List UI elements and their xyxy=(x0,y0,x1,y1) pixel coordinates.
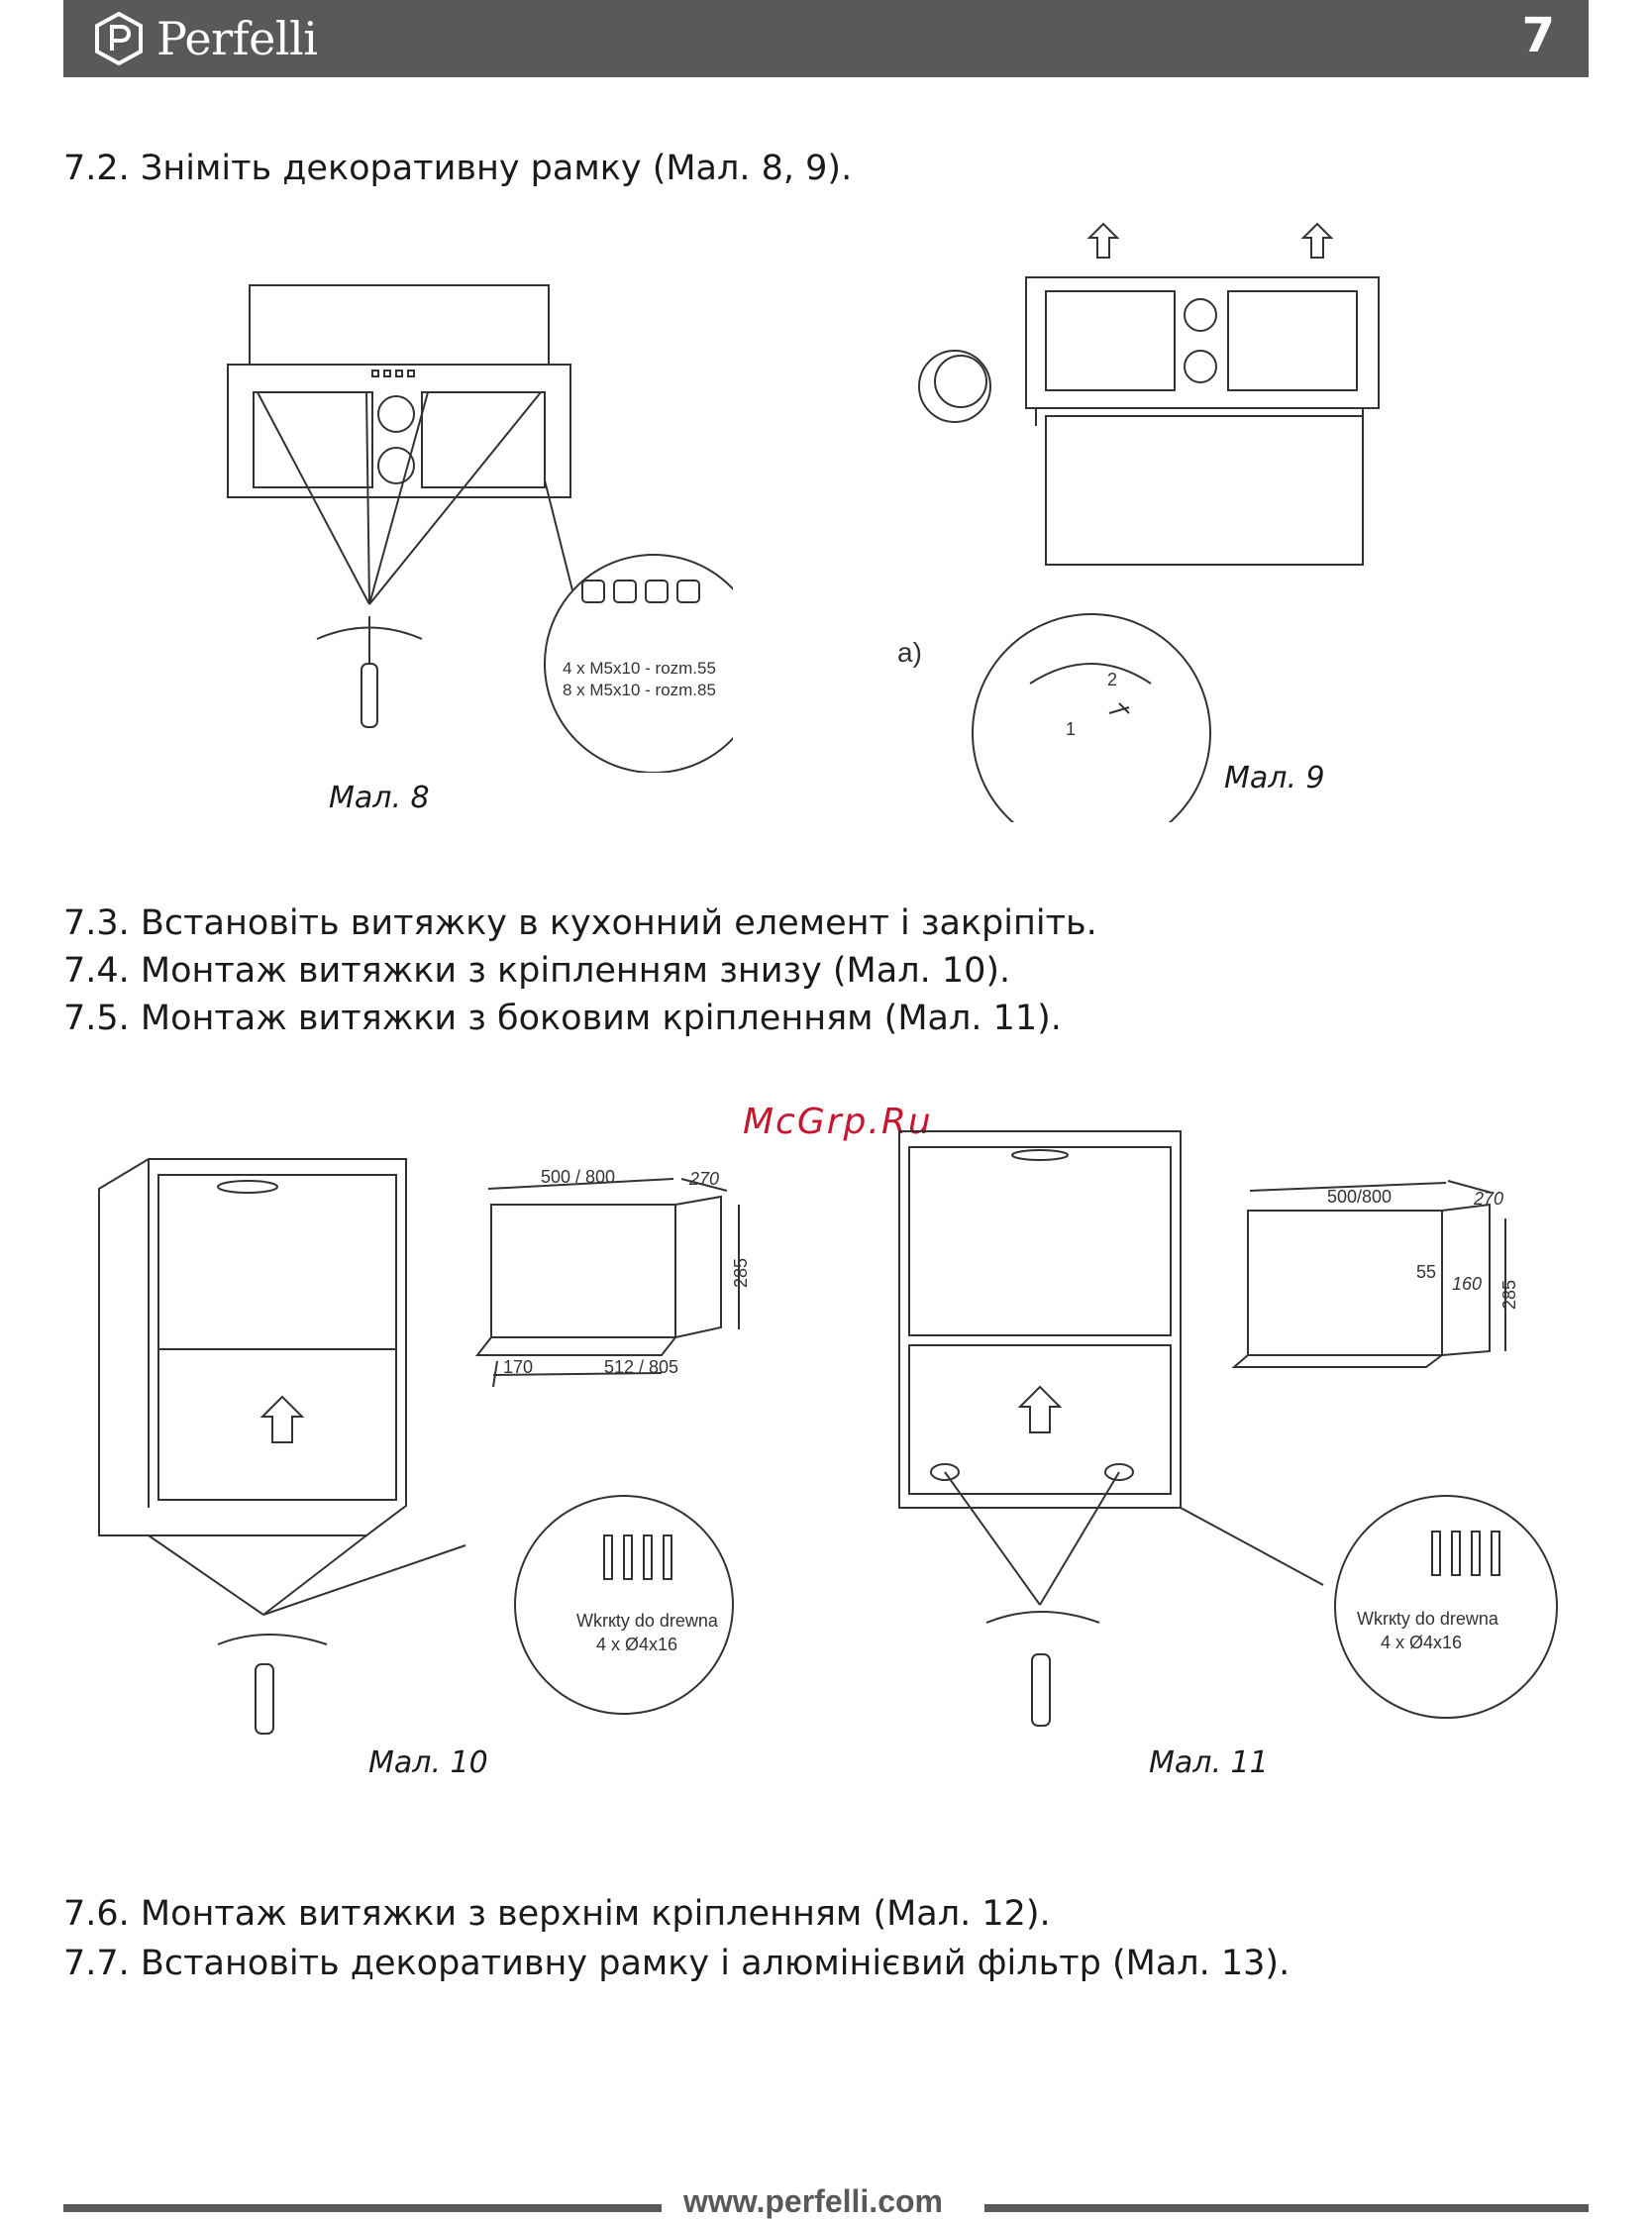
brand-logo: Perfelli xyxy=(93,10,318,67)
footer-url[interactable]: www.perfelli.com xyxy=(683,2183,943,2219)
fig8-screw-line-2: 8 x M5x10 - rozm.85 xyxy=(563,681,716,699)
figure-10-diagram: 500 / 800 270 285 512 / 805 170 Wkrкty d… xyxy=(98,1158,751,1735)
step-7-7: 7.7. Встановіть декоративну рамку і алюм… xyxy=(63,1944,1291,1983)
fig10-dim-cut-depth: 170 xyxy=(503,1357,533,1377)
fig10-dim-width: 500 / 800 xyxy=(541,1167,615,1187)
fig9-label-a: а) xyxy=(897,637,922,668)
fig11-screw-line-2: 4 x Ø4x16 xyxy=(1381,1633,1462,1652)
fig11-dim-depth: 270 xyxy=(1473,1189,1503,1209)
footer-rule-right xyxy=(984,2204,1589,2212)
fig10-dim-height: 285 xyxy=(731,1258,751,1288)
fig10-caption: Мал. 10 xyxy=(368,1745,488,1780)
step-7-5: 7.5. Монтаж витяжки з боковим кріпленням… xyxy=(63,999,1062,1038)
fig10-screw-line-1: Wkrкty do drewna xyxy=(576,1611,719,1631)
page-number: 7 xyxy=(1521,8,1555,63)
footer-rule-left xyxy=(63,2204,662,2212)
fig10-dim-depth: 270 xyxy=(688,1169,719,1189)
page-header: Perfelli 7 xyxy=(63,0,1589,77)
fig8-caption: Мал. 8 xyxy=(329,781,430,815)
step-7-6: 7.6. Монтаж витяжки з верхнім кріпленням… xyxy=(63,1894,1051,1934)
figure-11-diagram: 500/800 270 285 55 160 Wkrкty do drewna … xyxy=(898,1130,1558,1727)
fig11-dim-b: 160 xyxy=(1452,1274,1482,1294)
perfelli-logo-icon xyxy=(95,11,143,66)
fig9-step-2: 2 xyxy=(1107,670,1117,689)
fig11-dim-width: 500/800 xyxy=(1327,1187,1392,1207)
step-7-2: 7.2. Зніміть декоративну рамку (Мал. 8, … xyxy=(63,149,853,188)
fig9-caption: Мал. 9 xyxy=(1224,761,1325,795)
fig11-caption: Мал. 11 xyxy=(1149,1745,1269,1780)
fig11-dim-height: 285 xyxy=(1499,1280,1519,1310)
fig10-screw-line-2: 4 x Ø4x16 xyxy=(596,1635,677,1654)
figure-8-diagram: 4 x M5x10 - rozm.55 8 x M5x10 - rozm.85 xyxy=(227,284,733,773)
brand-name: Perfelli xyxy=(156,12,318,65)
fig11-dim-a: 55 xyxy=(1416,1262,1436,1282)
fig11-screw-line-1: Wkrкty do drewna xyxy=(1357,1609,1499,1629)
step-7-3: 7.3. Встановіть витяжку в кухонний елеме… xyxy=(63,903,1097,943)
fig8-screw-line-1: 4 x M5x10 - rozm.55 xyxy=(563,659,716,678)
fig9-step-1: 1 xyxy=(1066,719,1076,739)
figure-9-diagram: а) 2 1 xyxy=(897,222,1380,822)
step-7-4: 7.4. Монтаж витяжки з кріпленням знизу (… xyxy=(63,951,1011,991)
fig10-dim-cut-width: 512 / 805 xyxy=(604,1357,678,1377)
